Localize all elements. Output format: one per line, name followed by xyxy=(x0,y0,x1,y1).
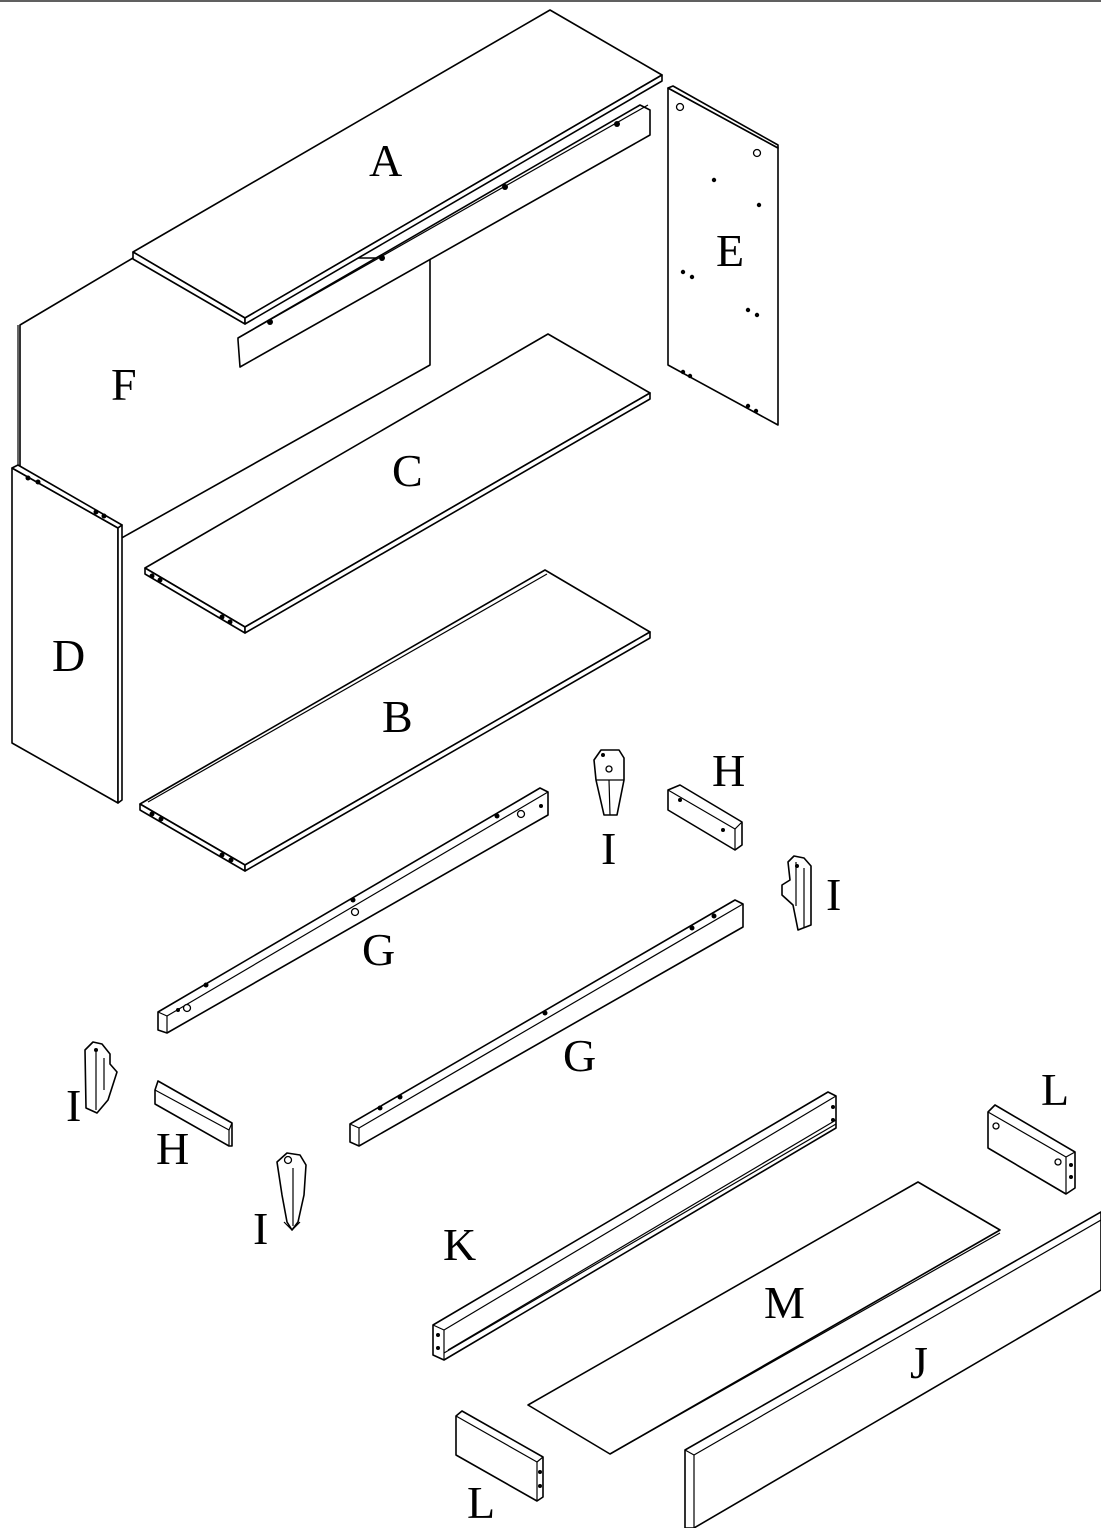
label-part-b: B xyxy=(382,691,413,742)
label-part-i-upper: I xyxy=(601,823,617,874)
label-part-i-lower: I xyxy=(253,1203,269,1254)
part-a-top-panel xyxy=(132,9,663,325)
label-part-j: J xyxy=(910,1337,928,1388)
part-l-block-lower xyxy=(455,1410,544,1502)
label-part-k: K xyxy=(443,1219,477,1270)
part-i-leg-left xyxy=(84,1041,118,1114)
label-part-e: E xyxy=(716,225,745,276)
label-part-g-upper: G xyxy=(362,924,396,975)
label-part-l-lower: L xyxy=(467,1477,496,1528)
part-d-side-panel xyxy=(11,464,123,804)
label-part-f: F xyxy=(111,359,137,410)
part-g-rail-upper xyxy=(157,787,549,1034)
part-l-block-upper xyxy=(987,1104,1076,1195)
part-b-bottom-shelf xyxy=(139,569,651,872)
part-g-rail-lower xyxy=(349,899,744,1147)
part-i-leg-lower xyxy=(276,1152,307,1231)
part-h-block-lower xyxy=(154,1080,233,1147)
label-part-d: D xyxy=(52,630,86,681)
label-part-a: A xyxy=(369,135,403,186)
part-c-shelf xyxy=(144,333,651,634)
label-part-g-lower: G xyxy=(563,1030,597,1081)
part-i-leg-upper xyxy=(593,749,625,816)
label-part-i-right: I xyxy=(826,869,842,920)
label-part-c: C xyxy=(392,445,423,496)
label-part-h-lower: H xyxy=(156,1123,190,1174)
part-i-leg-right xyxy=(781,855,812,931)
label-part-h-upper: H xyxy=(712,745,746,796)
label-part-l-upper: L xyxy=(1041,1064,1070,1115)
label-part-i-left: I xyxy=(66,1080,82,1131)
part-a-rail xyxy=(237,104,651,368)
part-j-panel xyxy=(684,1211,1101,1528)
part-e-side-panel xyxy=(667,85,779,426)
label-part-m: M xyxy=(764,1277,805,1328)
part-k-rail xyxy=(432,1091,837,1361)
part-h-block-upper xyxy=(667,784,743,851)
part-m-panel xyxy=(527,1181,1001,1455)
